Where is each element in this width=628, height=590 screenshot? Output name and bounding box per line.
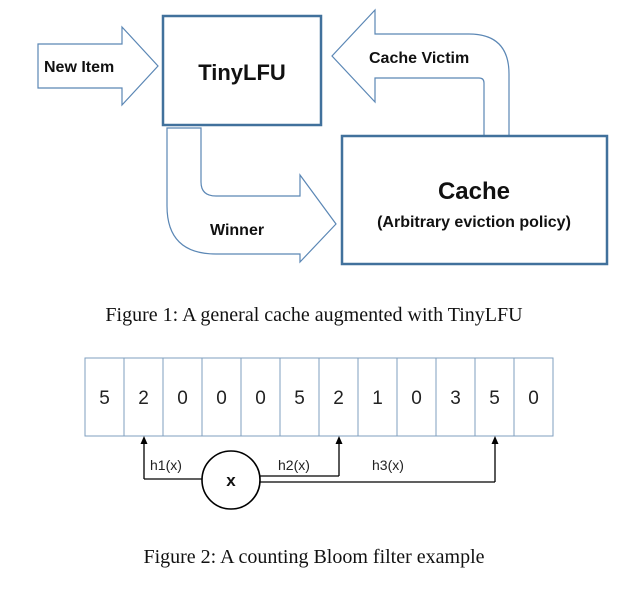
bloom-cell [123, 357, 164, 437]
cache-box [340, 134, 609, 266]
hash-label: h3(x) [372, 457, 404, 473]
bloom-cell [357, 357, 398, 437]
bloom-cell [435, 357, 476, 437]
winner-arrow [166, 127, 337, 264]
bloom-cell-value: 5 [489, 388, 500, 409]
hash-pointer-arrowhead [335, 436, 343, 444]
cache-subtitle: (Arbitrary eviction policy) [377, 214, 571, 231]
figure-1-caption: Figure 1: A general cache augmented with… [105, 304, 523, 326]
new-item-arrow [37, 25, 159, 107]
figure-2: 5 2 0 0 0 5 2 1 0 3 5 0 h1(x) h2(x) h3(x) x Figure 2:… [84, 357, 554, 568]
cache-victim-arrow [331, 8, 510, 137]
hash-pointers: h1(x) h2(x) h3(x) [140, 436, 499, 483]
bloom-cell-value: 0 [216, 388, 227, 409]
cache-title: Cache [438, 178, 510, 205]
element-label: x [226, 471, 236, 490]
bloom-cell-value: 1 [372, 388, 383, 409]
bloom-filter-array: 5 2 0 0 0 5 2 1 0 3 5 0 [84, 357, 554, 437]
bloom-cell-value: 0 [528, 388, 539, 409]
bloom-cell [513, 357, 554, 437]
bloom-cell [162, 357, 203, 437]
hash-pointer-arrowhead [491, 436, 499, 444]
bloom-cell [84, 357, 125, 437]
bloom-cell-value: 2 [333, 388, 344, 409]
bloom-cell-value: 0 [177, 388, 188, 409]
winner-label: Winner [210, 222, 264, 239]
figure-1: New Item TinyLFU Cache Victim Cache (Arb… [37, 8, 609, 326]
figure-2-caption: Figure 2: A counting Bloom filter exampl… [143, 546, 484, 568]
new-item-label: New Item [44, 59, 114, 76]
bloom-cell-value: 3 [450, 388, 461, 409]
hash-label: h2(x) [278, 457, 310, 473]
hash-label: h1(x) [150, 457, 182, 473]
tinylfu-title: TinyLFU [198, 60, 286, 85]
tinylfu-box [161, 14, 323, 127]
cache-victim-label: Cache Victim [369, 50, 469, 67]
bloom-cell [240, 357, 281, 437]
bloom-cell-value: 5 [294, 388, 305, 409]
hash-pointer-arrowhead [140, 436, 148, 444]
bloom-cell [201, 357, 242, 437]
bloom-cell-value: 0 [255, 388, 266, 409]
element-circle [201, 450, 261, 510]
bloom-cell-value: 5 [99, 388, 110, 409]
bloom-cell-value: 2 [138, 388, 149, 409]
bloom-cell [474, 357, 515, 437]
bloom-cell-value: 0 [411, 388, 422, 409]
